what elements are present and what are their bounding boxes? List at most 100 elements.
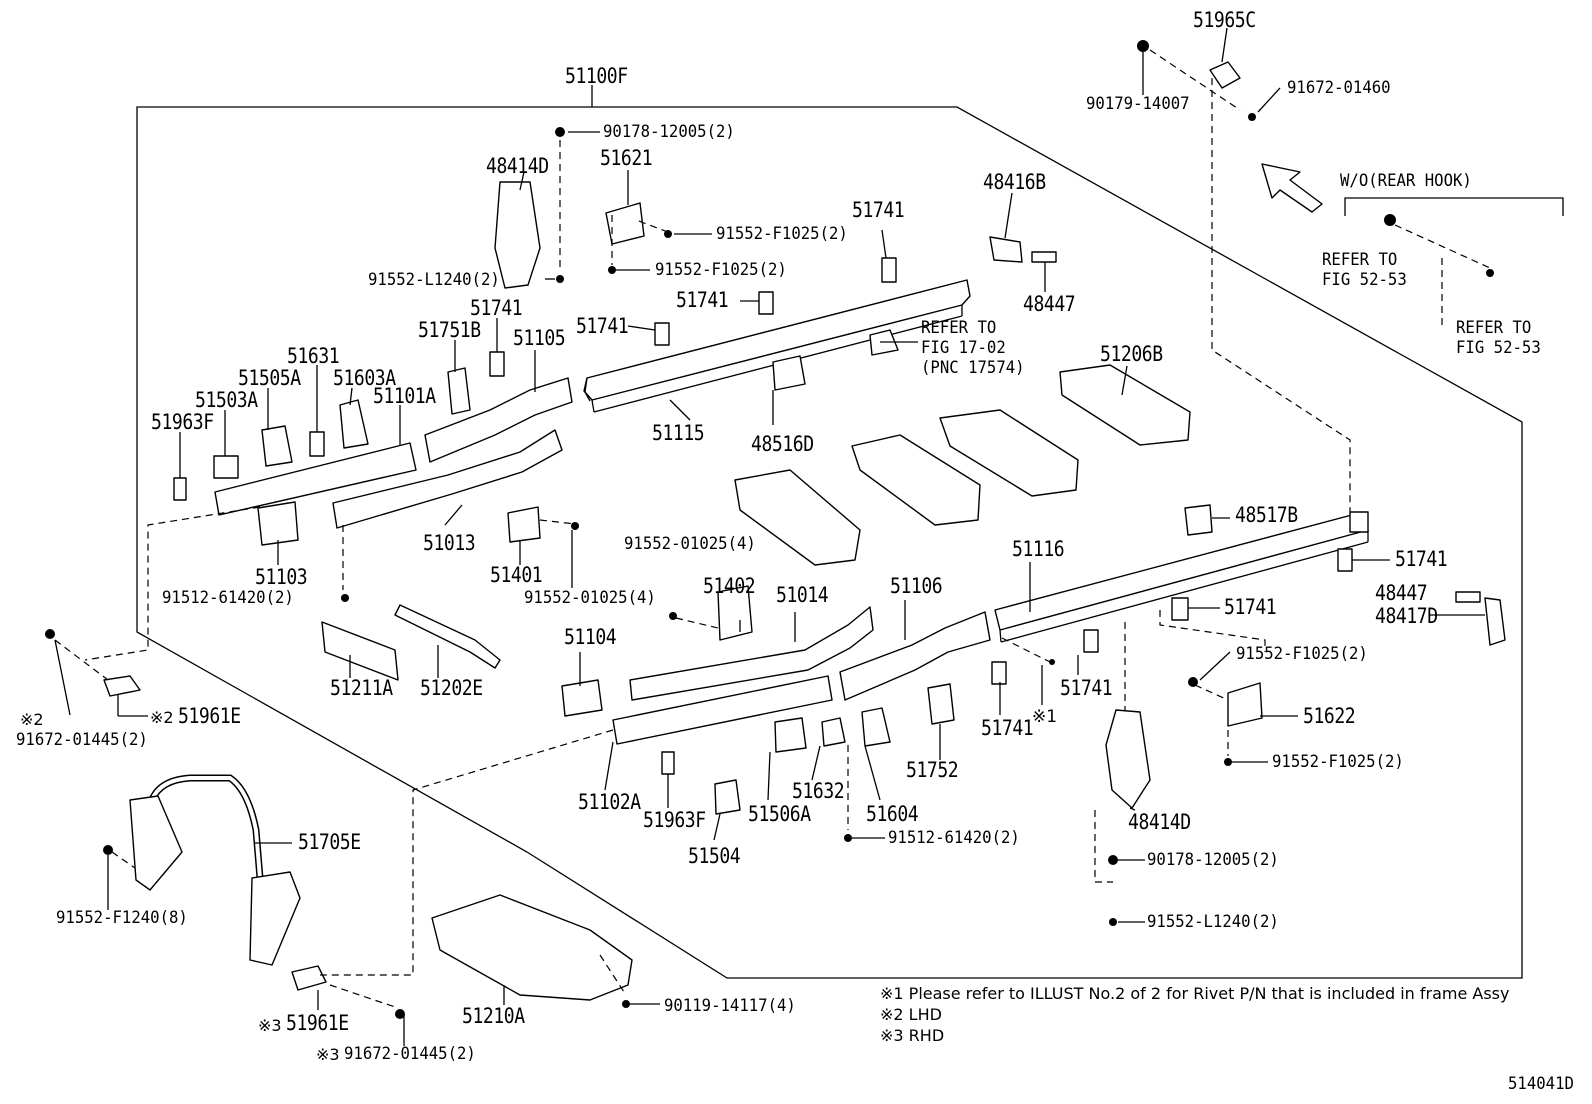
footnote-3: ※3 RHD <box>880 1026 945 1045</box>
label-48447-b: 48447 <box>1375 581 1428 605</box>
bracket-51621 <box>606 203 644 244</box>
mark-2-a: ※2 <box>20 710 44 729</box>
label-91672-01445-b: 91672-01445(2) <box>344 1044 476 1064</box>
label-51504: 51504 <box>688 844 741 868</box>
label-90178-12005-a: 90178-12005(2) <box>603 122 735 142</box>
label-51013: 51013 <box>423 531 476 555</box>
label-51210A: 51210A <box>462 1004 525 1028</box>
label-51621: 51621 <box>600 146 653 170</box>
bracket-51622 <box>1228 683 1262 726</box>
rail-edge <box>1001 542 1368 642</box>
label-51105: 51105 <box>513 326 566 350</box>
label-refer-17-02-line2: FIG 17-02 <box>921 338 1006 358</box>
label-51115: 51115 <box>652 421 705 445</box>
crossmember-51202E <box>395 605 500 668</box>
dashed-leaders <box>55 50 1490 1008</box>
bracket-51741-h <box>992 662 1006 684</box>
label-refer-52-53-a-line2: FIG 52-53 <box>1322 270 1407 290</box>
bracket-51103 <box>258 502 298 545</box>
bracket-51401 <box>508 507 540 542</box>
rail-51013 <box>333 430 562 528</box>
label-48517B: 48517B <box>1235 503 1298 527</box>
bracket-51503A <box>214 456 238 478</box>
hook-51965C <box>1210 62 1240 88</box>
bracket-48516D <box>773 356 805 390</box>
mark-1: ※1 <box>1032 707 1058 727</box>
label-48414D-a: 48414D <box>486 154 549 178</box>
label-refer-52-53-b-line1: REFER TO <box>1456 318 1532 338</box>
bracket-51505A <box>262 426 292 466</box>
label-51604: 51604 <box>866 802 919 826</box>
label-51961E-a: 51961E <box>178 704 241 728</box>
label-91552-F1025-d: 91552-F1025(2) <box>1272 752 1404 772</box>
label-51631: 51631 <box>287 344 340 368</box>
label-51103: 51103 <box>255 565 308 589</box>
assembly-boundary <box>137 107 1522 978</box>
label-51741-d: 51741 <box>470 296 523 320</box>
bracket-51741-b <box>759 292 773 314</box>
bracket-51963F-b <box>662 752 674 774</box>
bracket-51741-f <box>1172 598 1188 620</box>
bracket-51632 <box>822 718 845 746</box>
plate-48447-a <box>1032 252 1056 262</box>
mark-3-a: ※3 <box>258 1016 282 1035</box>
label-90119-14117: 90119-14117(4) <box>664 996 796 1016</box>
label-51116: 51116 <box>1012 537 1065 561</box>
label-51506A: 51506A <box>748 802 811 826</box>
label-51014: 51014 <box>776 583 829 607</box>
bracket-51963F-a <box>174 478 186 500</box>
label-90178-12005-b: 90178-12005(2) <box>1147 850 1279 870</box>
rail-51014 <box>630 607 873 700</box>
label-refer-17-02-line1: REFER TO <box>921 318 997 338</box>
bracket-51104 <box>562 680 602 716</box>
label-48447-a: 48447 <box>1023 292 1076 316</box>
label-refer-52-53-b-line2: FIG 52-53 <box>1456 338 1541 358</box>
rail-edge <box>592 400 594 412</box>
label-51741-e: 51741 <box>1395 547 1448 571</box>
bracket-51402 <box>718 586 752 640</box>
rear-frame-51210A <box>432 895 632 1000</box>
label-51603A: 51603A <box>333 366 396 390</box>
label-refer-17-02-line3: (PNC 17574) <box>921 358 1025 378</box>
hook-51961E-a <box>104 676 140 696</box>
bracket-51751B <box>448 368 470 414</box>
label-51705E: 51705E <box>298 830 361 854</box>
label-51632: 51632 <box>792 779 845 803</box>
wo-rear-hook-bracket <box>1345 198 1563 216</box>
tow-bar-bracket-left <box>130 796 182 890</box>
label-91552-F1025-b: 91552-F1025(2) <box>655 260 787 280</box>
crossmember-center-b <box>852 435 980 525</box>
label-51102A: 51102A <box>578 790 641 814</box>
label-51211A: 51211A <box>330 676 393 700</box>
label-51965C: 51965C <box>1193 8 1256 32</box>
label-91552-01025-b: 91552-01025(4) <box>524 588 656 608</box>
crossmember-51206B <box>1060 365 1190 445</box>
label-51752: 51752 <box>906 758 959 782</box>
rail-51106 <box>840 612 990 700</box>
rail-edge <box>585 378 590 401</box>
hanger-48414D-a <box>495 182 540 288</box>
label-51963F-a: 51963F <box>151 410 214 434</box>
label-91552-F1025-a: 91552-F1025(2) <box>716 224 848 244</box>
rail-51101A <box>215 443 416 515</box>
mark-2-b: ※2 <box>150 708 174 727</box>
label-51202E: 51202E <box>420 676 483 700</box>
rail-51105 <box>425 378 572 462</box>
label-91552-01025-a: 91552-01025(4) <box>624 534 756 554</box>
label-48416B: 48416B <box>983 170 1046 194</box>
label-48417D: 48417D <box>1375 604 1438 628</box>
label-51963F-b: 51963F <box>643 808 706 832</box>
bracket-48416B <box>990 237 1022 262</box>
plate-48447-b <box>1456 592 1480 602</box>
label-91552-L1240-a: 91552-L1240(2) <box>368 270 500 290</box>
label-51741-g: 51741 <box>1060 676 1113 700</box>
label-51100F: 51100F <box>565 64 628 88</box>
footnote-1: ※1 Please refer to ILLUST No.2 of 2 for … <box>880 984 1510 1003</box>
bracket-51741-g <box>1084 630 1098 652</box>
tow-bar-highlight <box>152 778 262 902</box>
mark-3-b: ※3 <box>316 1045 340 1064</box>
label-51104: 51104 <box>564 625 617 649</box>
label-51741-b: 51741 <box>676 288 729 312</box>
bracket-51741-a <box>882 258 896 282</box>
